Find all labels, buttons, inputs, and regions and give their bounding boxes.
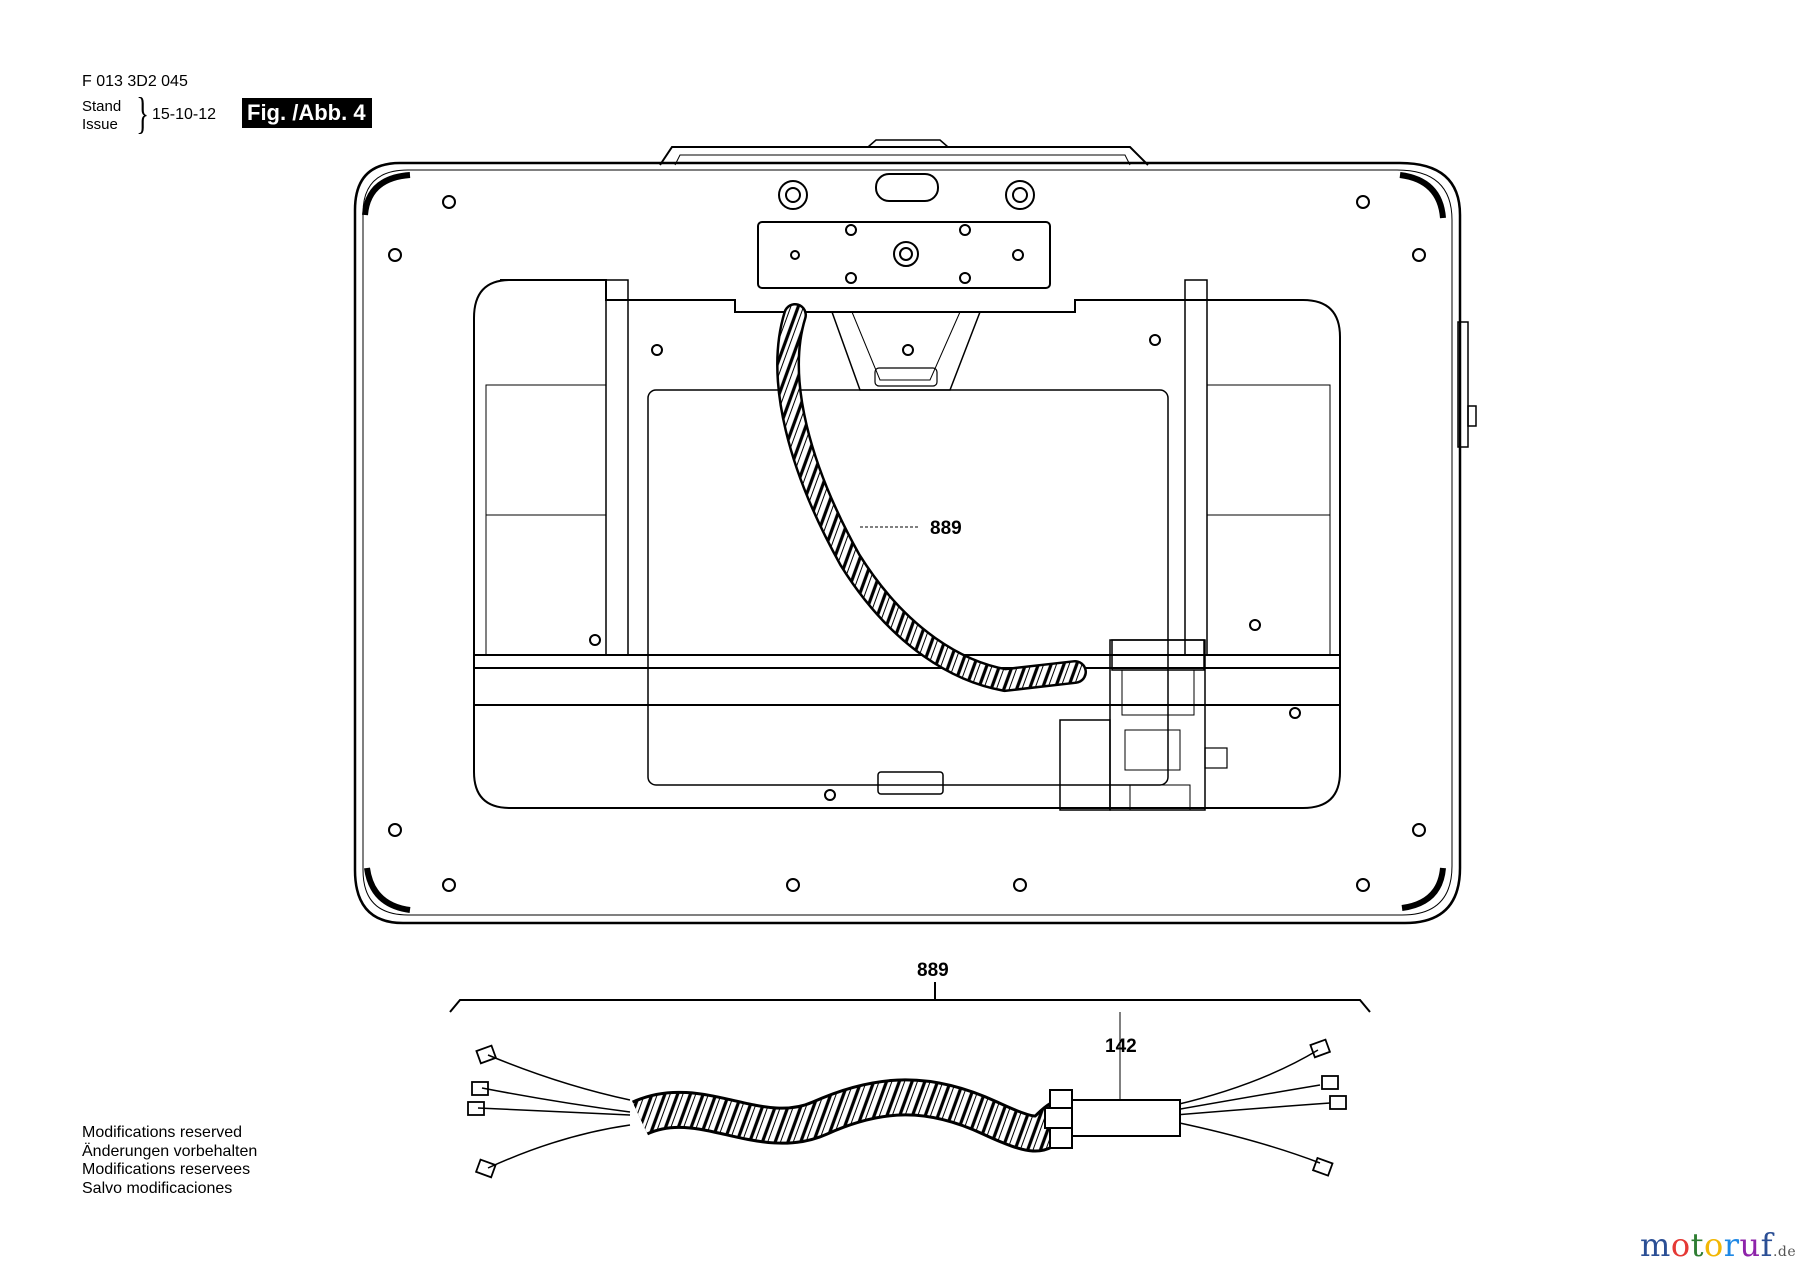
modifications-line-fr: Modifications reservees [82,1161,251,1178]
screw-holes [388,180,1426,892]
modifications-line-en: Modifications reserved [82,1124,243,1141]
callout-889-assembly: 889 [930,518,962,539]
modifications-notice: Modifications reserved Änderungen vorbeh… [82,1124,257,1198]
hose-889-assembly [776,303,1087,693]
callout-142: 142 [1105,1036,1137,1057]
stand-label: Stand [82,98,122,115]
issue-date: 15-10-12 [152,106,217,123]
issue-label: Issue [82,116,118,133]
table-plate [353,139,1477,925]
motoruf-watermark: motoruf.de [1640,1226,1797,1264]
stand-issue-labels: Stand Issue [82,98,121,134]
modifications-line-es: Salvo modificaciones [82,1179,233,1197]
cable-harness-142 [449,982,1371,1179]
modifications-line-de: Änderungen vorbehalten [82,1142,258,1160]
callout-889-exploded: 889 [917,960,949,981]
figure-label: Fig. /Abb. 4 [242,98,372,128]
brace-symbol: } [136,89,149,138]
part-number: F 013 3D2 045 [82,73,188,90]
